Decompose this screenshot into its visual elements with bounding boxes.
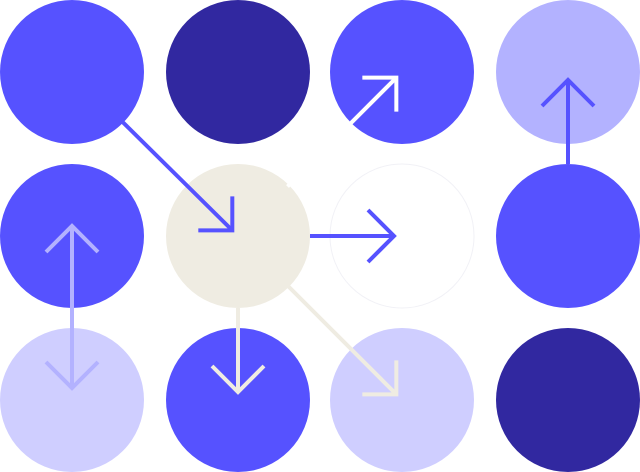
arrow-r1c1-to-r2c1	[210, 308, 266, 395]
node-r0c0	[0, 0, 144, 144]
arrow-r0c0-to-r1c1-shaft	[120, 119, 234, 232]
arrow-r1c3-to-r0c3-head	[540, 77, 596, 108]
node-r1c3	[496, 164, 640, 308]
node-r2c0	[0, 328, 144, 472]
arrow-r1c1-to-r1c2	[310, 208, 397, 264]
arrow-r0c0-to-r1c1-head	[198, 196, 235, 233]
arrow-r1c3-to-r0c3	[540, 77, 596, 164]
arrow-r1c1-to-r0c2-head	[362, 75, 399, 112]
arrow-r1c1-to-r2c2-head	[362, 360, 399, 397]
arrow-r1c1-to-r0c2	[286, 75, 399, 188]
arrow-r1c1-to-r2c2-shaft	[286, 284, 398, 396]
arrow-r1c1-to-r2c2	[286, 284, 399, 397]
arrow-r1c0-r2c0-bidirectional-tail-head	[44, 223, 100, 254]
node-r2c3	[496, 328, 640, 472]
arrow-r0c0-to-r1c1	[120, 119, 235, 233]
arrow-r1c1-to-r1c2-head	[366, 208, 397, 264]
arrow-r1c0-r2c0-bidirectional-head	[44, 360, 100, 391]
node-r2c1	[166, 328, 310, 472]
arrows-layer	[44, 75, 596, 397]
node-r0c3	[496, 0, 640, 144]
node-r0c1	[166, 0, 310, 144]
arrow-r1c1-to-r0c2-shaft	[286, 76, 398, 188]
arrow-r1c1-to-r2c1-head	[210, 364, 266, 395]
arrow-r1c0-r2c0-bidirectional	[44, 223, 100, 391]
